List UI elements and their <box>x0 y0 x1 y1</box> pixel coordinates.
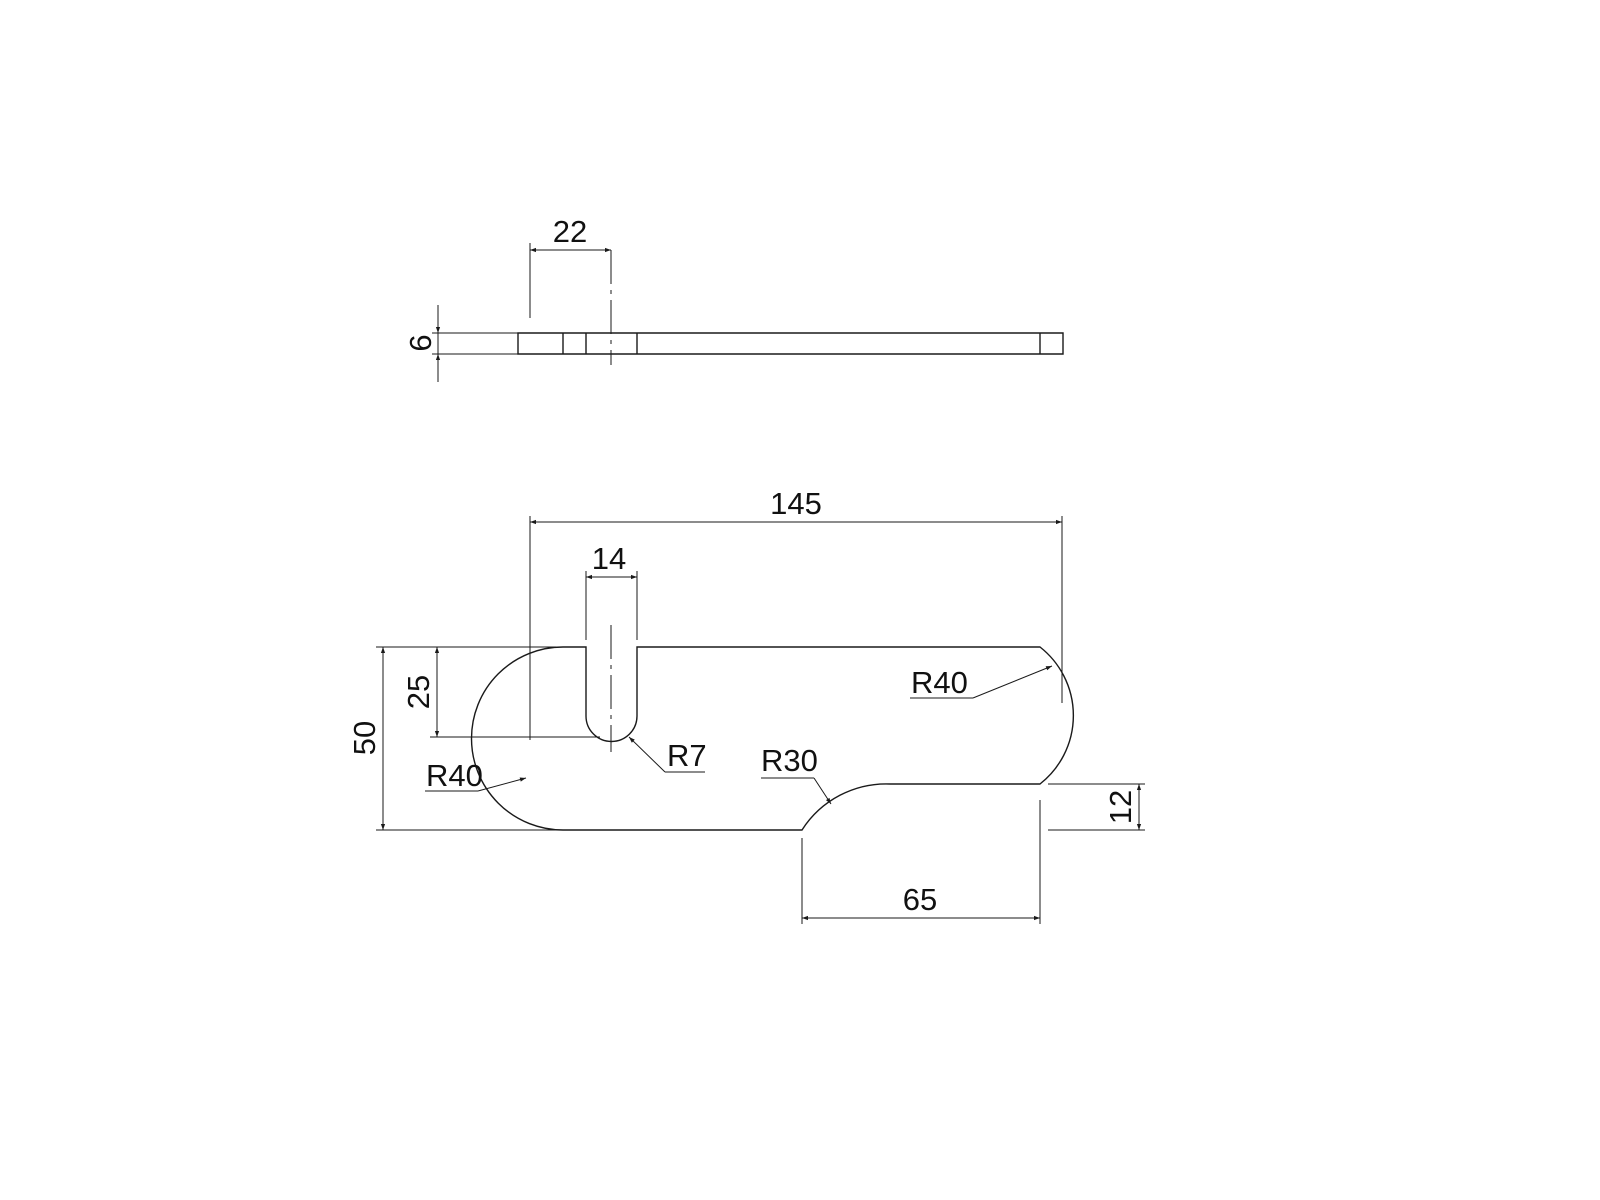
dimension-22-label: 22 <box>553 214 587 249</box>
plan-view: 145 14 25 50 12 65 R40 R40 <box>347 486 1145 924</box>
leader-line <box>628 736 666 773</box>
dimension-25-label: 25 <box>401 675 436 709</box>
dimension-145-label: 145 <box>770 486 822 521</box>
radius-label-slot: R7 <box>667 738 707 773</box>
leader-line <box>477 777 527 792</box>
dimension-65-label: 65 <box>903 882 937 917</box>
dimension-50-label: 50 <box>347 721 382 755</box>
dimension-6-label: 6 <box>403 334 438 351</box>
leader-line <box>813 777 832 805</box>
dimension-12-label: 12 <box>1103 790 1138 824</box>
side-view-outline <box>517 332 1064 355</box>
leader-line <box>972 665 1053 699</box>
radius-label-left-arc: R40 <box>426 758 483 793</box>
side-view: 22 6 <box>403 214 1064 382</box>
dimension-14-label: 14 <box>592 541 626 576</box>
radius-label-right-arc: R40 <box>911 665 968 700</box>
radius-label-notch: R30 <box>761 743 818 778</box>
plate-outline <box>470 646 1074 831</box>
